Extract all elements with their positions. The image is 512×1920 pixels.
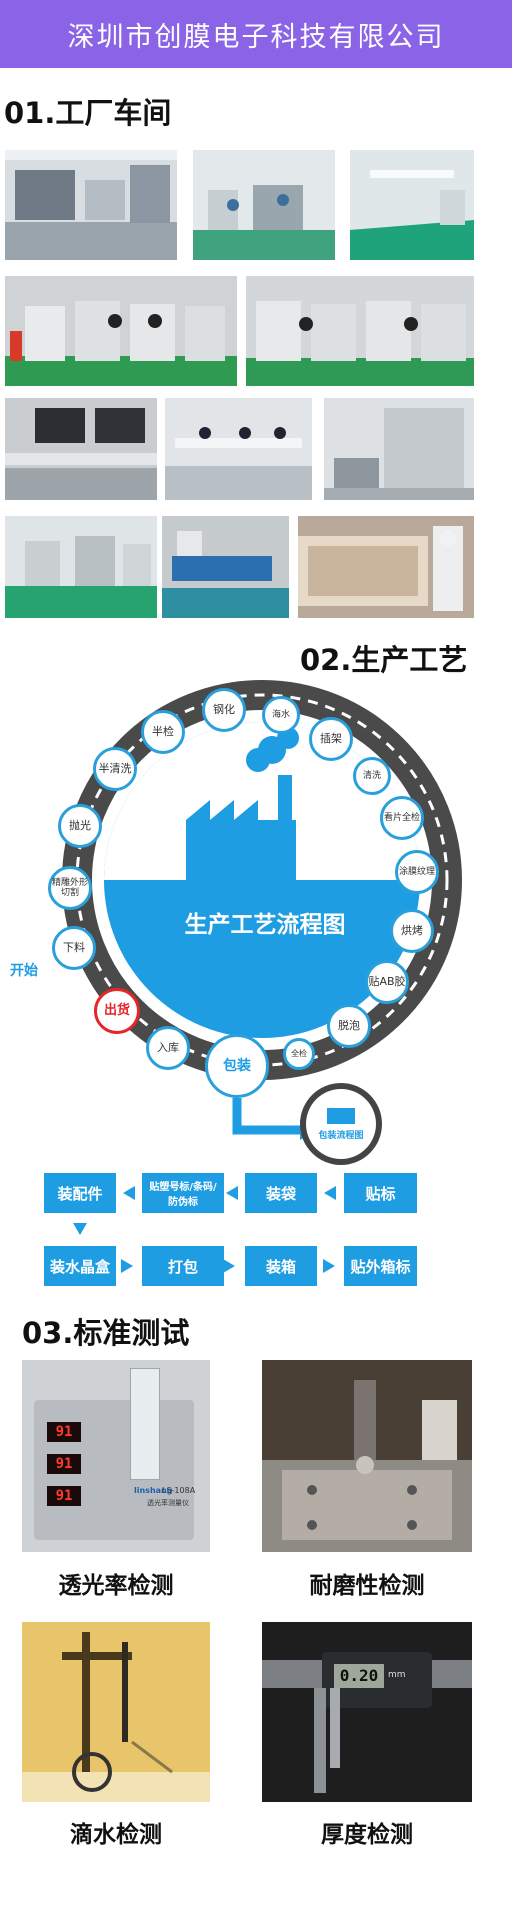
transmittance-test-photo: 91 91 91 linshang LS-108A 透光率测量仪 [22, 1360, 210, 1552]
process-step: 全检 [283, 1038, 315, 1070]
flow-step: 贴外箱标 [344, 1246, 417, 1286]
section-heading-factory: 01.工厂车间 [4, 96, 172, 130]
abrasion-test-photo [262, 1360, 472, 1552]
water-drop-test-photo [22, 1622, 210, 1802]
process-step: 半清洗 [93, 747, 137, 791]
process-step: 烘烤 [390, 909, 434, 953]
process-step: 贴AB胶 [365, 960, 409, 1004]
factory-photo [162, 516, 289, 618]
process-step: 海水 [262, 696, 300, 734]
process-step: 涂膜纹理 [395, 850, 439, 894]
company-name: 深圳市创膜电子科技有限公司 [67, 21, 445, 53]
company-banner: 深圳市创膜电子科技有限公司 [0, 0, 512, 68]
package-flow-badge: 包装流程图 [300, 1083, 382, 1165]
flow-step: 贴塑号标/条码/防伪标 [142, 1173, 224, 1213]
meter-brand: linshang [134, 1486, 173, 1495]
process-step: 钢化 [202, 688, 246, 732]
caliper-display: 0.20 [334, 1664, 384, 1688]
factory-photo [324, 398, 474, 500]
process-step-ship: 出货 [94, 988, 140, 1034]
process-step: 看片全检 [380, 796, 424, 840]
process-chart-title: 生产工艺流程图 [184, 912, 346, 938]
package-flow-label: 包装流程图 [318, 1130, 364, 1141]
factory-photo [165, 398, 312, 500]
reading-display: 91 [47, 1454, 81, 1474]
factory-photo [350, 150, 474, 260]
flow-step: 贴标 [344, 1173, 417, 1213]
meter-device-name: 透光率测量仪 [147, 1499, 189, 1507]
test-label: 透光率检测 [58, 1573, 174, 1599]
factory-photo [193, 150, 335, 260]
package-node: 包装 [205, 1034, 269, 1098]
process-step: 下料 [52, 926, 96, 970]
meter-model: LS-108A [162, 1486, 196, 1495]
reading-display: 91 [47, 1422, 81, 1442]
section-heading-testing: 03.标准测试 [22, 1316, 190, 1350]
process-step: 入库 [146, 1026, 190, 1070]
factory-photo [298, 516, 474, 618]
reading-display: 91 [47, 1486, 81, 1506]
package-connector [232, 1098, 318, 1140]
caliper-unit: mm [388, 1670, 406, 1680]
test-label: 耐磨性检测 [309, 1573, 425, 1599]
test-label: 滴水检测 [70, 1822, 162, 1848]
flow-arrows [73, 1186, 336, 1273]
process-step: 插架 [309, 717, 353, 761]
thickness-test-photo: 0.20 mm [262, 1622, 472, 1802]
process-step: 半检 [141, 710, 185, 754]
process-step: 精雕外形切割 [48, 866, 92, 910]
process-step: 抛光 [58, 804, 102, 848]
process-step: 脱泡 [327, 1004, 371, 1048]
flow-step: 装箱 [245, 1246, 317, 1286]
flow-step: 打包 [142, 1246, 224, 1286]
box-icon [327, 1107, 355, 1124]
factory-photo [5, 276, 237, 386]
factory-photo [5, 150, 177, 260]
process-step: 清洗 [353, 757, 391, 795]
start-label: 开始 [10, 963, 38, 979]
flow-step: 装袋 [245, 1173, 317, 1213]
factory-photo [246, 276, 474, 386]
factory-photo [5, 398, 157, 500]
factory-photo [5, 516, 157, 618]
section-heading-process: 02.生产工艺 [300, 643, 468, 677]
flow-step: 装水晶盒 [44, 1246, 116, 1286]
flow-step: 装配件 [44, 1173, 116, 1213]
test-label: 厚度检测 [321, 1822, 413, 1848]
